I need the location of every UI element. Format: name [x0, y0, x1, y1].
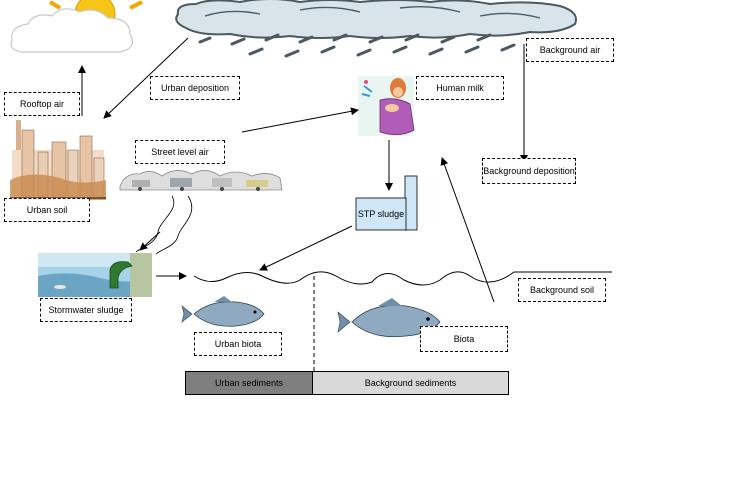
small-cloud-icon: [10, 8, 133, 53]
arrow-cloud-to-city: [103, 37, 189, 119]
rain-drops: [198, 33, 516, 58]
runoff-outline: [135, 195, 193, 255]
fish-icon-background: [337, 298, 441, 338]
flow-arrows: [78, 37, 528, 303]
label-urban-soil: Urban soil: [4, 198, 90, 222]
city-skyline-icon: [10, 120, 106, 200]
traffic-icon: [119, 170, 283, 191]
mother-child-icon: [358, 76, 415, 136]
fish-icon-urban: [181, 296, 265, 327]
background-sediments-bar: Background sediments: [312, 371, 509, 395]
label-street-level-air: Street level air: [135, 140, 225, 164]
arrow-street-air-to-milk: [241, 107, 359, 133]
label-background-soil: Background soil: [518, 278, 606, 302]
label-stp-sludge: STP sludge: [357, 209, 405, 219]
label-stormwater-sludge: Stormwater sludge: [40, 298, 132, 322]
arrow-runoff-to-stormwater: [139, 231, 161, 251]
urban-sediments-bar: Urban sediments: [185, 371, 313, 395]
water-surface: [193, 271, 612, 286]
label-biota: Biota: [420, 326, 508, 352]
arrow-stp-to-water: [259, 225, 353, 271]
label-urban-deposition: Urban deposition: [150, 76, 240, 100]
label-background-deposition: Background deposition: [482, 158, 576, 184]
stp-sludge-structure: [355, 175, 418, 231]
rain-cloud-icon: [175, 0, 577, 39]
label-rooftop-air: Rooftop air: [4, 92, 80, 116]
label-urban-biota: Urban biota: [194, 332, 282, 356]
label-human-milk: Human milk: [416, 76, 504, 100]
stormwater-outfall-icon: [38, 253, 152, 297]
label-background-air: Background air: [526, 38, 614, 62]
arrow-soil-to-air: [440, 157, 495, 303]
